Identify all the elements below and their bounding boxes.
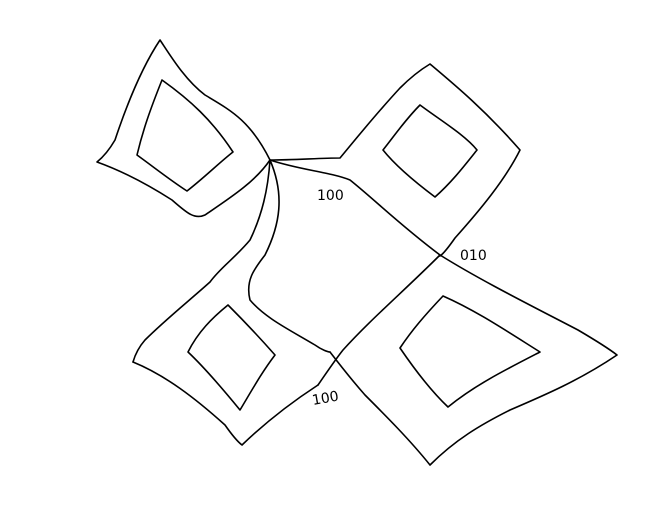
top-right-region-outline	[269, 63, 521, 257]
bottom-left-inner-loop	[187, 304, 276, 411]
edge-right-junction-to-bottom	[317, 254, 441, 386]
top-right-inner-loop	[382, 104, 478, 198]
bottom-left-region-outline	[132, 361, 319, 446]
label-top-100: 100	[317, 188, 344, 204]
bottom-right-inner-loop	[399, 295, 541, 408]
label-bottom-100: 100	[311, 389, 340, 409]
label-right-010: 010	[460, 248, 487, 264]
edge-hub-inner-branch	[247, 159, 331, 353]
top-left-region-outline	[96, 39, 271, 218]
edge-hub-to-bottom-left	[132, 159, 271, 363]
top-left-inner-loop	[136, 79, 234, 192]
edge-hub-to-right-junction	[269, 159, 441, 256]
bottom-right-region-outline	[329, 254, 618, 466]
